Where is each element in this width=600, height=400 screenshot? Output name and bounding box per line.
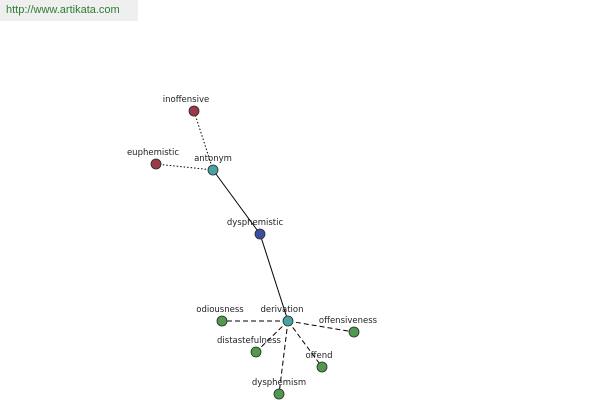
node-label-offensiveness: offensiveness [319, 316, 378, 326]
edge-derivation-offend [287, 320, 323, 368]
node-dysphemism[interactable] [273, 388, 285, 400]
node-label-dysphemistic: dysphemistic [227, 218, 284, 228]
node-offend[interactable] [316, 361, 328, 373]
node-distastefulness[interactable] [250, 346, 262, 358]
edge-derivation-offensiveness [287, 320, 355, 333]
node-label-antonym: antonym [194, 154, 232, 164]
nodes-layer [150, 105, 360, 400]
node-label-euphemistic: euphemistic [127, 148, 179, 158]
node-offensiveness[interactable] [348, 326, 360, 338]
node-odiousness[interactable] [216, 315, 228, 327]
source-url-link[interactable]: http://www.artikata.com [0, 0, 138, 21]
node-label-derivation: derivation [260, 305, 303, 315]
labels-layer: inoffensive euphemistic antonym dysphemisti… [127, 95, 378, 388]
edge-dysphemistic-antonym [212, 169, 261, 235]
node-antonym[interactable] [207, 164, 219, 176]
node-label-odiousness: odiousness [196, 305, 244, 315]
node-label-distastefulness: distastefulness [217, 336, 282, 346]
edge-derivation-dysphemism [278, 320, 289, 395]
edges-layer [155, 110, 355, 395]
node-label-offend: offend [305, 351, 332, 361]
edge-antonym-euphemistic [155, 163, 214, 171]
node-label-dysphemism: dysphemism [252, 378, 306, 388]
node-euphemistic[interactable] [150, 158, 162, 170]
node-derivation[interactable] [282, 315, 294, 327]
node-dysphemistic[interactable] [254, 228, 266, 240]
node-label-inoffensive: inoffensive [163, 95, 209, 105]
edge-dysphemistic-derivation [259, 233, 289, 322]
node-inoffensive[interactable] [188, 105, 200, 117]
